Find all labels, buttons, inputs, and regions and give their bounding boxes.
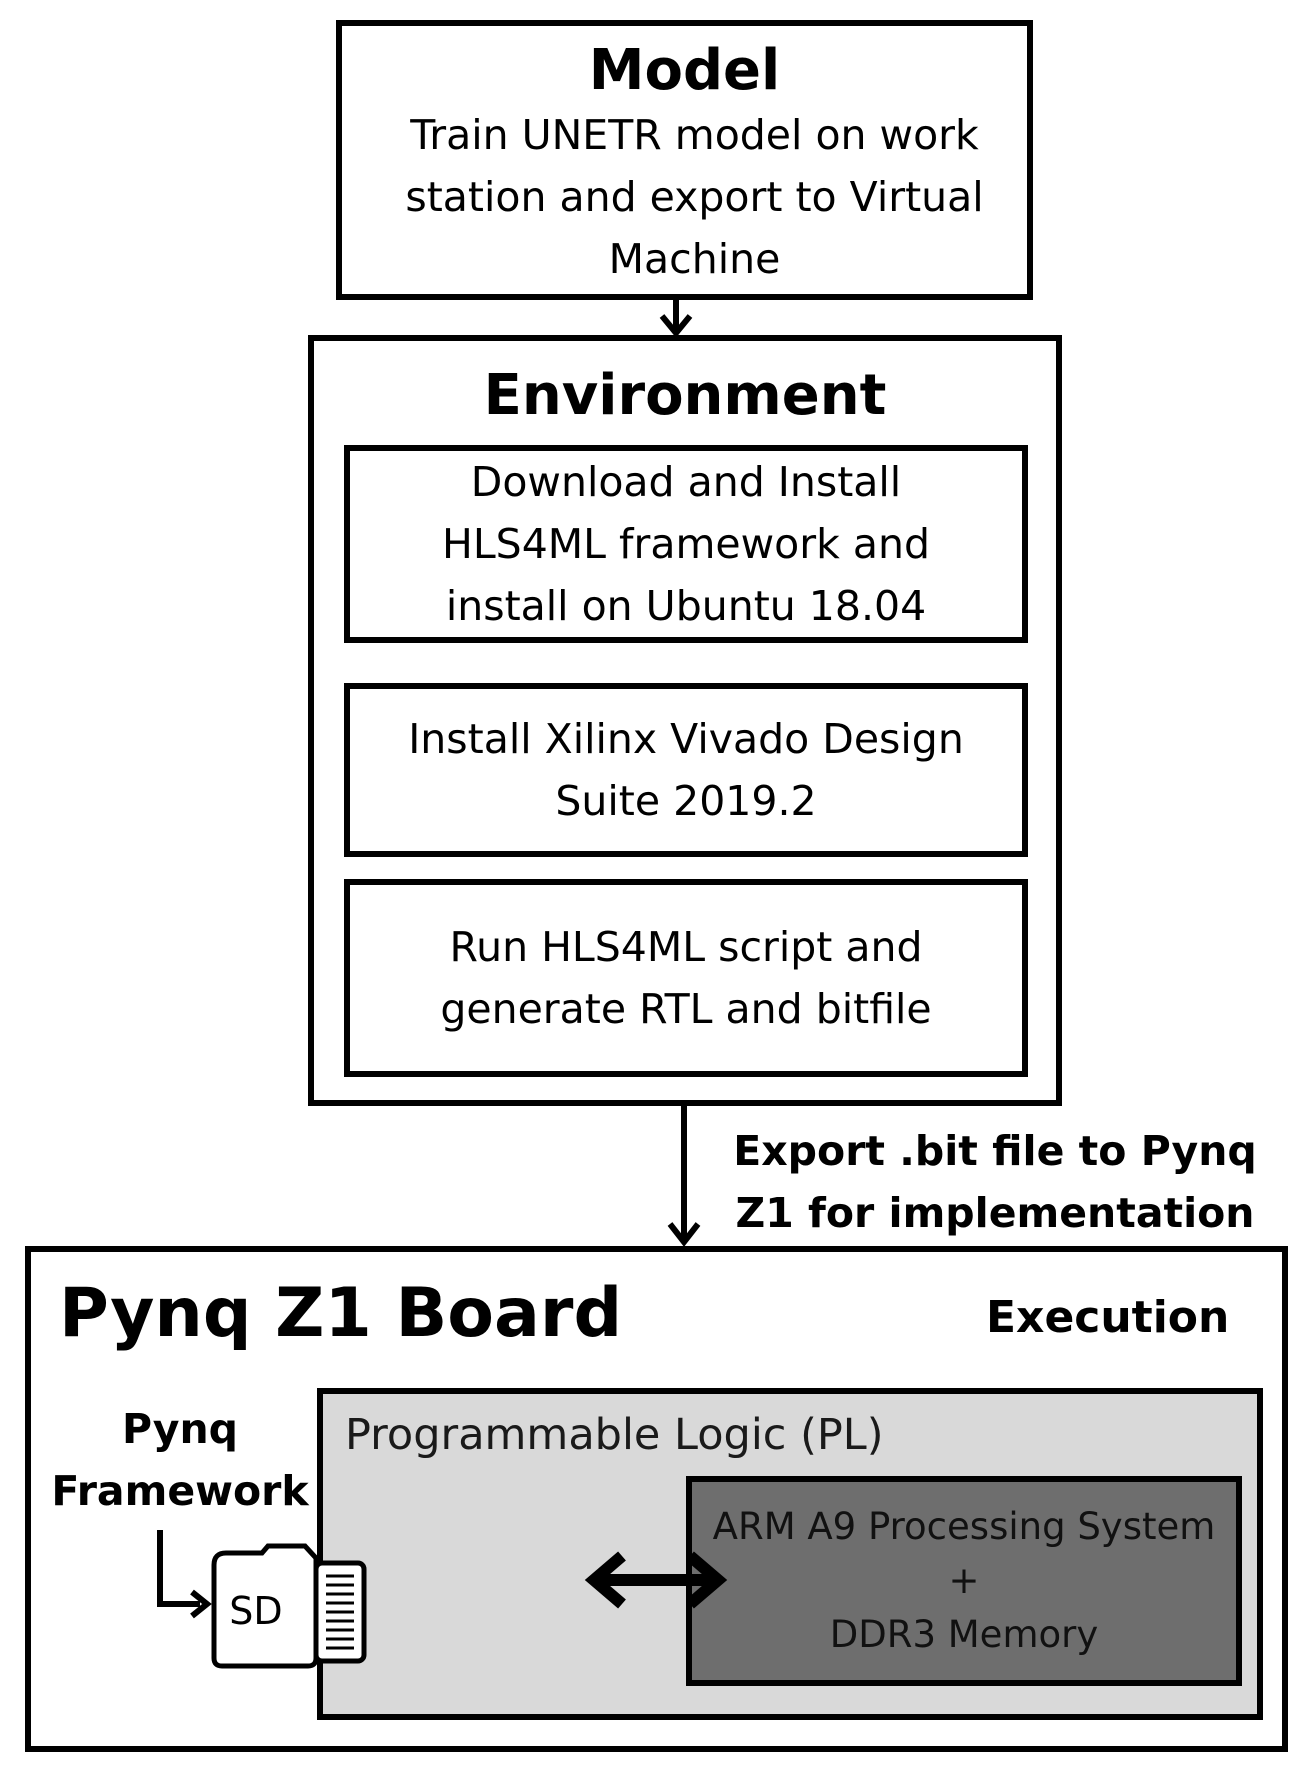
processing-system-box: ARM A9 Processing System + DDR3 Memory — [686, 1476, 1242, 1686]
environment-step-run-script: Run HLS4ML script and generate RTL and b… — [344, 879, 1028, 1077]
environment-step-label: Run HLS4ML script and generate RTL and b… — [440, 923, 932, 1033]
board-title: Pynq Z1 Board — [59, 1274, 623, 1353]
model-description: Train UNETR model on work station and ex… — [405, 111, 984, 283]
sd-card-icon: SD — [211, 1543, 367, 1669]
arrow-model-to-environment — [659, 300, 693, 338]
environment-box: Environment Download and Install HLS4ML … — [308, 335, 1062, 1106]
processing-system-line1: ARM A9 Processing System — [712, 1505, 1216, 1548]
processing-system-plus: + — [948, 1559, 980, 1602]
environment-title: Environment — [483, 363, 887, 428]
processing-system-line3: DDR3 Memory — [829, 1613, 1099, 1656]
programmable-logic-box: Programmable Logic (PL) ARM A9 Processin… — [317, 1388, 1263, 1720]
environment-step-label: Install Xilinx Vivado Design Suite 2019.… — [408, 715, 964, 825]
model-box: Model Train UNETR model on work station … — [336, 20, 1033, 300]
arrow-framework-to-sd — [157, 1530, 212, 1619]
environment-step-install-hls4ml: Download and Install HLS4ML framework an… — [344, 445, 1028, 643]
model-title: Model — [588, 38, 781, 103]
environment-step-label: Download and Install HLS4ML framework an… — [442, 458, 930, 630]
sd-card-label: SD — [229, 1589, 282, 1633]
execution-label: Execution — [986, 1292, 1230, 1343]
programmable-logic-title: Programmable Logic (PL) — [345, 1410, 884, 1460]
arrow-environment-to-board — [667, 1106, 701, 1247]
export-label: Export .bit file to Pynq Z1 for implemen… — [733, 1127, 1257, 1237]
double-arrow-icon — [584, 1551, 728, 1609]
environment-step-install-vivado: Install Xilinx Vivado Design Suite 2019.… — [344, 683, 1028, 857]
pynq-framework-label: Pynq Framework — [51, 1405, 309, 1515]
